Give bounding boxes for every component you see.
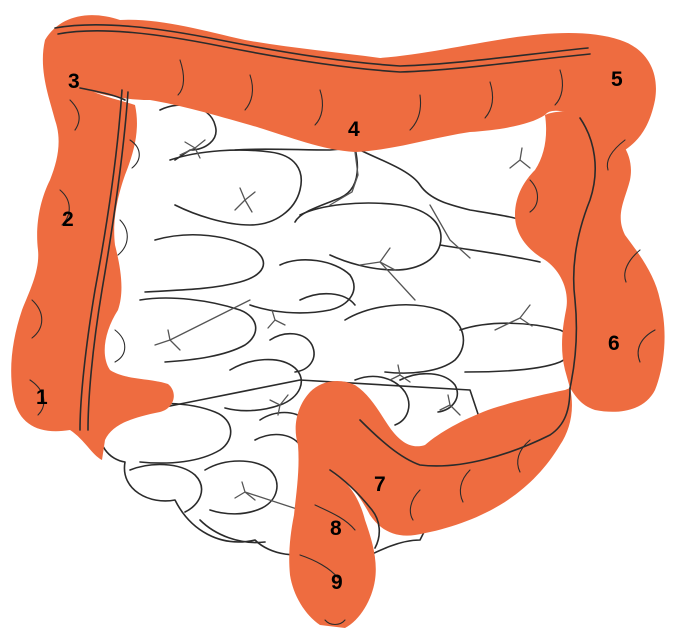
label-8: 8 bbox=[330, 517, 342, 540]
label-2: 2 bbox=[62, 208, 74, 231]
label-3: 3 bbox=[68, 70, 80, 93]
label-9: 9 bbox=[331, 571, 343, 594]
label-4: 4 bbox=[348, 118, 360, 141]
label-6: 6 bbox=[608, 332, 620, 355]
label-7: 7 bbox=[374, 473, 386, 496]
label-5: 5 bbox=[611, 68, 623, 91]
label-1: 1 bbox=[36, 386, 48, 409]
